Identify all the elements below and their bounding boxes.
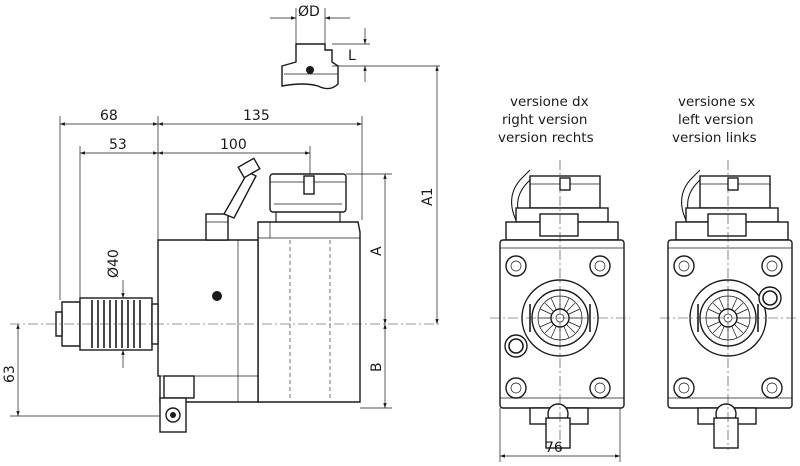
- dim-63-label: 63: [2, 365, 18, 383]
- pin-detail: [270, 8, 440, 90]
- dim-a-label: A: [369, 246, 385, 256]
- front-view-left-version: [660, 160, 798, 450]
- right-version-label-de: version rechts: [498, 130, 594, 146]
- dim-phi40-label: Ø40: [106, 249, 122, 278]
- dim-phi-d-label: ØD: [298, 4, 320, 20]
- side-view-tool-holder: [10, 66, 440, 433]
- dim-135-label: 135: [243, 108, 270, 124]
- dim-100-label: 100: [220, 137, 247, 153]
- dim-53-label: 53: [109, 137, 127, 153]
- left-version-label-en: left version: [678, 112, 754, 128]
- dim-68-label: 68: [100, 108, 118, 124]
- dim-a1-label: A1: [420, 188, 436, 206]
- dim-b-label: B: [369, 362, 385, 372]
- right-version-label-en: right version: [502, 112, 587, 128]
- front-view-right-version: [490, 160, 630, 462]
- right-version-label-it: versione dx: [510, 94, 589, 110]
- left-version-label-it: versione sx: [678, 94, 755, 110]
- dim-l-label: L: [348, 48, 356, 64]
- left-version-label-de: version links: [672, 130, 757, 146]
- dim-76-label: 76: [545, 440, 563, 456]
